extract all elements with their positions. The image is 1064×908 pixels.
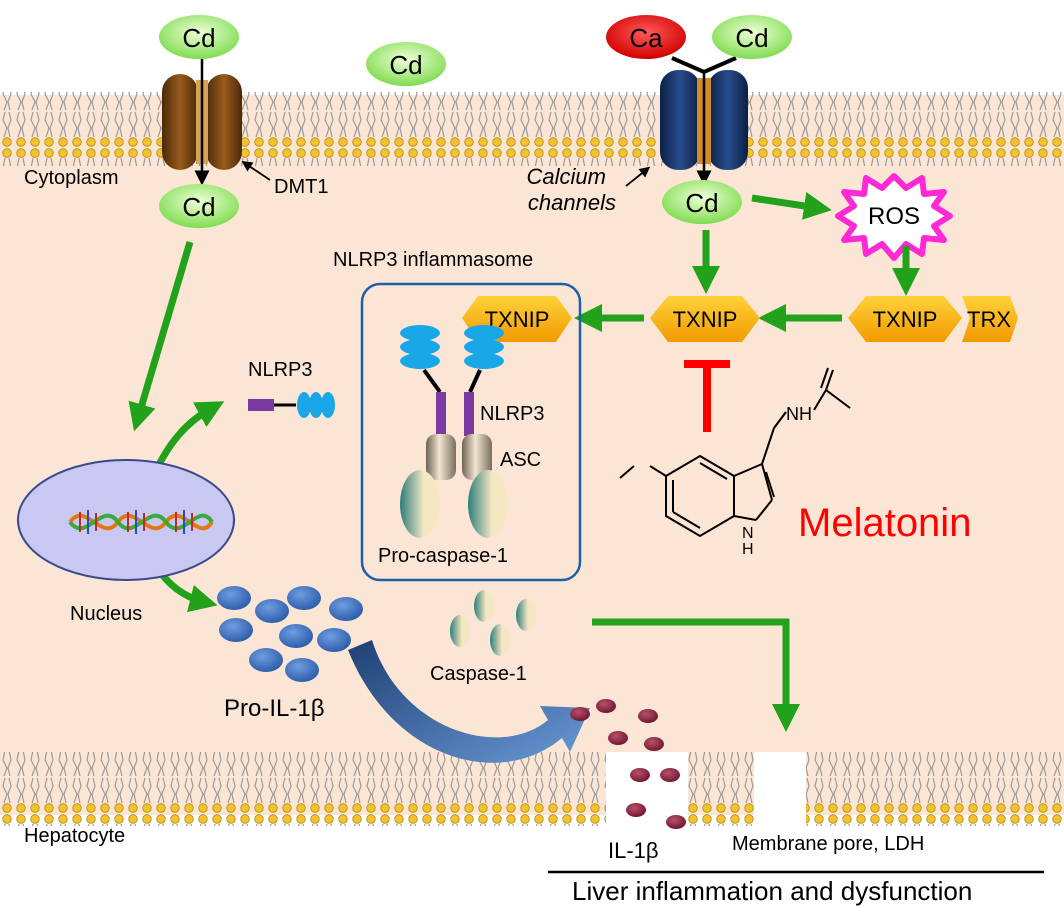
nlrp3-complex-right	[462, 325, 508, 538]
membrane-pore-gap	[754, 752, 806, 826]
svg-text:TXNIP: TXNIP	[673, 307, 738, 332]
nlrp3-complex-left	[400, 325, 456, 538]
svg-text:Cd: Cd	[389, 50, 422, 80]
melatonin-nh-atom: NH	[786, 404, 812, 424]
calcium-channels-label-line2: channels	[528, 190, 616, 215]
svg-text:Cd: Cd	[182, 23, 215, 53]
svg-text:TXNIP: TXNIP	[873, 307, 938, 332]
svg-text:Ca: Ca	[629, 23, 663, 53]
asc-label: ASC	[500, 449, 541, 471]
caspase1-label: Caspase-1	[430, 663, 527, 685]
svg-text:Cd: Cd	[182, 192, 215, 222]
txnip-trx-complex: TXNIP TRX	[848, 296, 1018, 342]
nlrp3-label: NLRP3	[248, 359, 312, 381]
cd-ion-extracellular-2: Cd	[366, 42, 446, 86]
inflammasome-box	[360, 282, 582, 582]
txnip-free: TXNIP	[650, 296, 760, 342]
pro-il1b-cluster	[217, 586, 363, 682]
svg-text:ROS: ROS	[868, 203, 920, 230]
il1b-cluster	[570, 699, 686, 829]
ca-ion: Ca	[606, 15, 686, 59]
extracellular-area	[0, 826, 1064, 908]
cd-ion-extracellular-3: Cd	[712, 15, 792, 59]
il1b-label: IL-1β	[608, 838, 659, 863]
nucleus-label: Nucleus	[70, 603, 142, 625]
nlrp3-protein	[248, 392, 335, 418]
dmt1-pointer	[241, 161, 271, 181]
membrane-pore-label: Membrane pore, LDH	[732, 833, 924, 855]
outcome-label: Liver inflammation and dysfunction	[572, 876, 972, 906]
pro-il1b-label: Pro-IL-1β	[224, 695, 325, 722]
melatonin-n-atom: N	[742, 525, 754, 542]
caspase1-cluster	[450, 590, 536, 656]
top-membrane	[0, 92, 1064, 166]
bottom-membrane-right	[806, 752, 1064, 826]
melatonin-inhibition-symbol	[684, 360, 730, 432]
conversion-arrow	[348, 640, 590, 763]
melatonin-h-atom: H	[742, 541, 754, 558]
melatonin-label: Melatonin	[798, 501, 971, 545]
pro-caspase-label: Pro-caspase-1	[378, 545, 508, 567]
hepatocyte-label: Hepatocyte	[24, 825, 125, 847]
bottom-membrane-left	[0, 752, 606, 826]
dmt1-label: DMT1	[274, 176, 328, 198]
inflammasome-title: NLRP3 inflammasome	[333, 249, 533, 271]
ros-burst: ROS	[835, 173, 953, 261]
green-arrows	[128, 192, 920, 732]
cd-ion-intracellular-1: Cd	[159, 184, 239, 228]
cd-ion-intracellular-2: Cd	[662, 180, 742, 224]
svg-text:Cd: Cd	[685, 188, 718, 218]
cd-ion-extracellular-1: Cd	[159, 15, 239, 59]
il1b-release-gap	[606, 752, 688, 826]
nucleus	[17, 459, 235, 581]
bottom-membrane-middle	[688, 752, 754, 826]
svg-text:Cd: Cd	[735, 23, 768, 53]
arrow-to-membrane-pore	[592, 618, 800, 732]
svg-text:TRX: TRX	[967, 307, 1011, 332]
calcium-channels-pointer	[625, 166, 651, 187]
arrow-cd-to-ros	[751, 192, 832, 220]
nlrp3-label-in-box: NLRP3	[480, 403, 544, 425]
arrow-cd-to-nucleus	[128, 241, 194, 432]
calcium-channel	[660, 56, 748, 186]
melatonin-structure	[619, 367, 851, 538]
calcium-channels-label-line1: Calcium	[527, 164, 606, 189]
dna-helix-icon	[68, 510, 214, 534]
cytoplasm-label: Cytoplasm	[24, 167, 118, 189]
dmt1-channel	[162, 58, 242, 186]
